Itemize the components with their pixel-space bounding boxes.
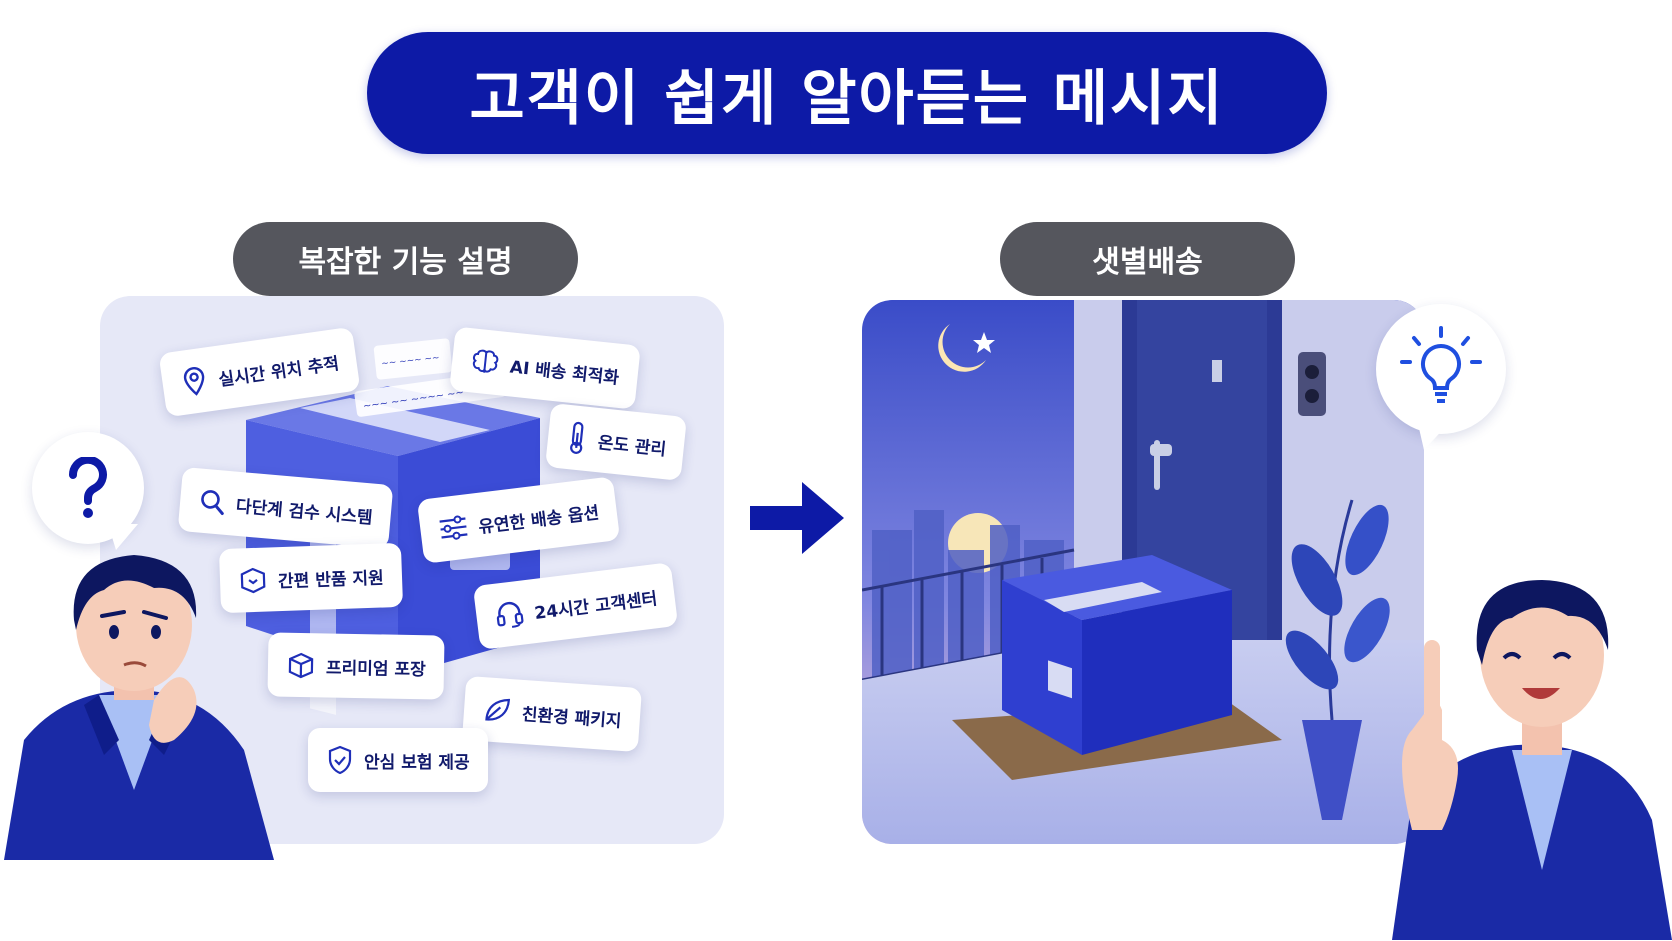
right-label-pill: 샛별배송 <box>1000 222 1295 296</box>
feature-card: 간편 반품 지원 <box>218 542 403 614</box>
feature-card: 친환경 패키지 <box>461 675 642 753</box>
magnifier-icon <box>201 490 224 516</box>
bubble-tail <box>108 524 138 550</box>
return-box-icon <box>240 567 266 594</box>
bubble-tail <box>1418 424 1448 450</box>
feature-card: 온도 관리 <box>545 403 688 481</box>
shield-check-icon <box>328 745 352 775</box>
idea-bubble <box>1376 304 1506 434</box>
leaf-icon <box>485 698 511 721</box>
right-label: 샛별배송 <box>1092 245 1203 280</box>
confused-person-illustration <box>4 555 274 860</box>
thermometer-icon <box>570 421 584 454</box>
lightbulb-icon <box>1400 326 1482 403</box>
left-label-pill: 복잡한 기능 설명 <box>233 222 578 296</box>
feature-card: 다단계 검수 시스템 <box>177 466 394 550</box>
headset-icon <box>496 602 524 628</box>
dawn-delivery-panel <box>862 300 1424 844</box>
page-title: 고객이 쉽게 알아듣는 메시지 <box>469 63 1225 134</box>
brain-icon <box>472 349 499 373</box>
title-banner: 고객이 쉽게 알아듣는 메시지 <box>367 32 1327 154</box>
feature-card: 24시간 고객센터 <box>472 562 679 650</box>
feature-card: AI 배송 최적화 <box>449 326 641 410</box>
right-arrow-icon <box>750 482 844 554</box>
feature-card: 유연한 배송 옵션 <box>416 476 621 564</box>
feature-card: 안심 보험 제공 <box>308 728 488 792</box>
package-icon <box>288 652 314 679</box>
location-pin-icon <box>183 367 205 396</box>
left-label: 복잡한 기능 설명 <box>298 245 513 280</box>
doorstep-scene-illustration <box>862 300 1424 844</box>
sliders-icon <box>439 515 468 540</box>
happy-person-illustration <box>1392 580 1672 940</box>
question-mark-icon <box>68 457 107 518</box>
feature-card: 프리미엄 포장 <box>267 632 445 700</box>
feature-card: 실시간 위치 추적 <box>158 326 361 418</box>
